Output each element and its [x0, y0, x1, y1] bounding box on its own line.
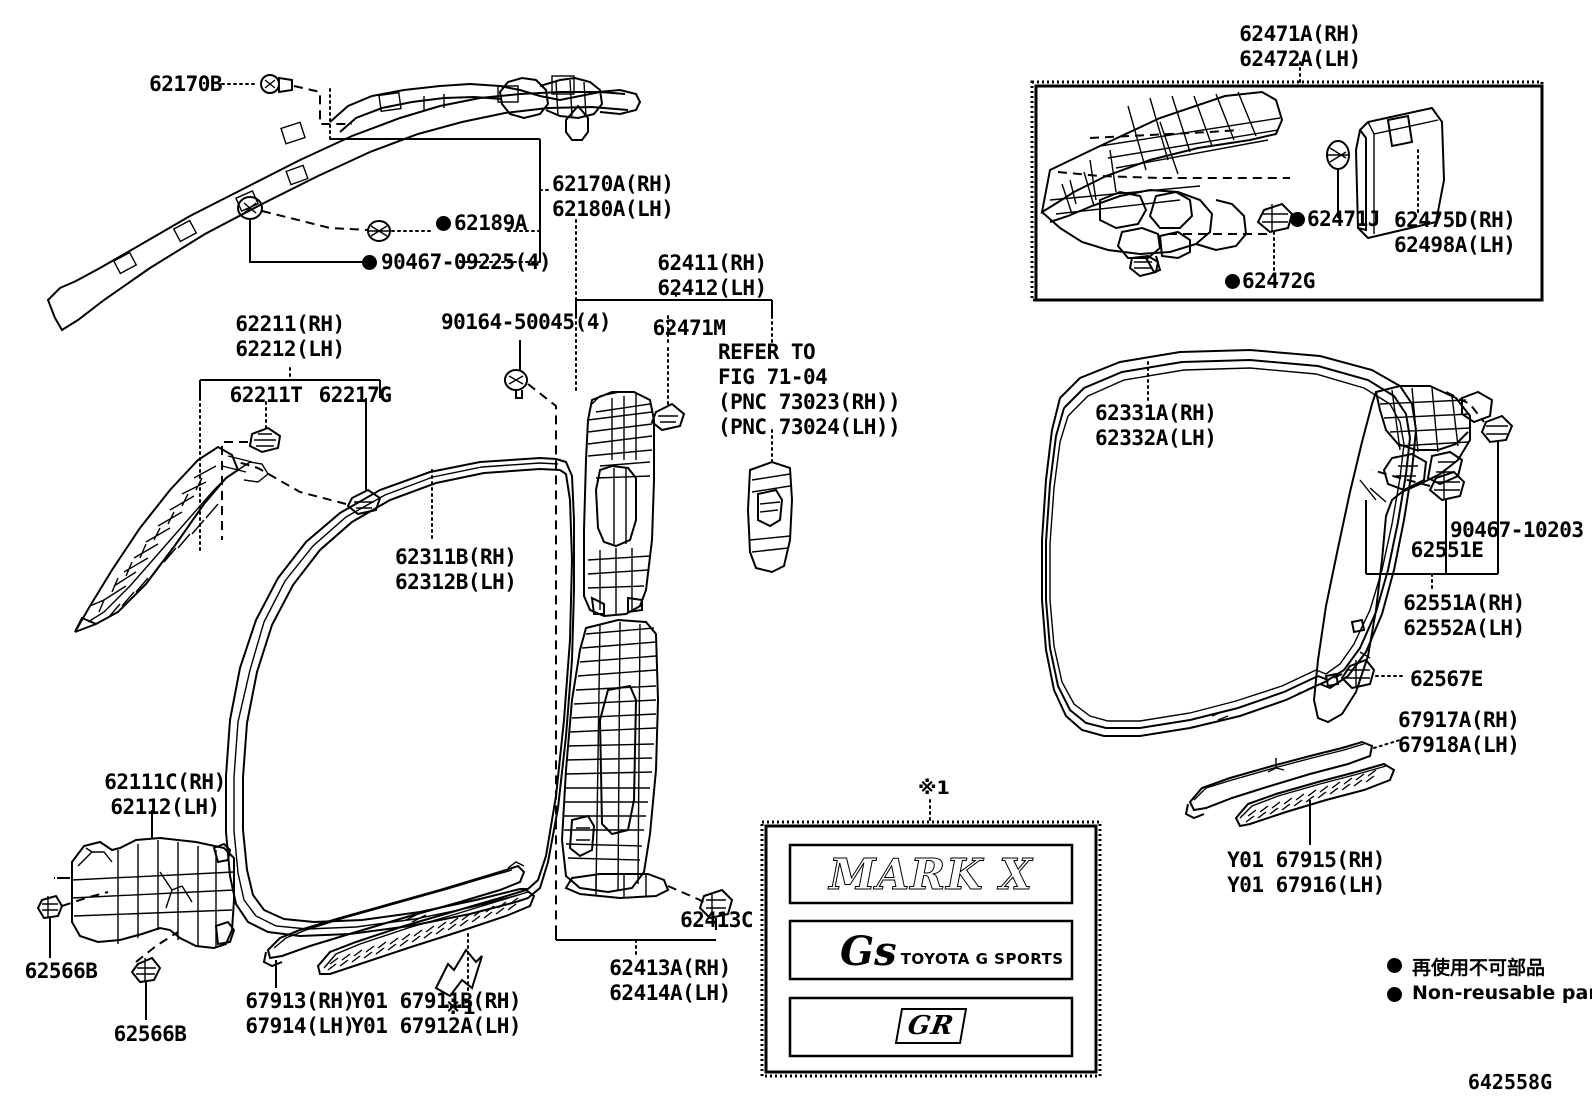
label-62170a-62180a: 62170A(RH) 62180A(LH)	[552, 172, 674, 221]
label-refer-to-fig: REFER TO FIG 71-04 (PNC 73023(RH)) (PNC …	[718, 340, 901, 439]
label-62472g: 62472G	[1242, 269, 1315, 293]
legend-japanese-text: 再使用不可部品	[1412, 957, 1546, 979]
label-62170b: 62170B	[149, 72, 222, 96]
label-y01-67911b-67912a: Y01 67911B(RH) Y01 67912A(LH)	[350, 989, 522, 1038]
legend-dot-jp	[1387, 958, 1402, 973]
label-62551a-62552a: 62551A(RH) 62552A(LH)	[1403, 591, 1525, 640]
emblem-gs-mark: Gs	[840, 928, 897, 975]
emblem-mark-x: MARK X	[829, 850, 1033, 900]
legend-dot-en	[1387, 987, 1402, 1002]
center-pillar-lower-drawing	[555, 618, 734, 957]
curtain-airbag-drawing	[46, 74, 642, 332]
label-67913-67914: 67913(RH) 67914(LH)	[245, 989, 355, 1038]
emblem-gs-subtitle: TOYOTA G SPORTS	[900, 949, 1064, 968]
label-62189a: 62189A	[454, 211, 527, 235]
rear-pillar-garnish-drawing	[1297, 385, 1514, 724]
label-62211t: 62211T	[229, 383, 303, 407]
cowl-side-trim-drawing	[36, 810, 236, 1020]
label-62471j: 62471J	[1307, 207, 1380, 231]
rear-scuff-plate-drawing	[1184, 739, 1401, 845]
center-pillar-upper-drawing	[504, 215, 773, 940]
label-62566b-upper: 62566B	[24, 959, 98, 983]
star-marker-emblem-box: ※1	[918, 777, 950, 799]
nonreusable-dot-62189a	[436, 216, 451, 231]
emblem-gr-badge: GR	[894, 1008, 967, 1044]
roof-side-garnish-box	[1030, 61, 1544, 302]
label-y01-67915-67916: Y01 67915(RH) Y01 67916(LH)	[1227, 848, 1385, 897]
emblem-gs-group: Gs TOYOTA G SPORTS	[840, 928, 1064, 975]
nonreusable-dot-62472g	[1225, 274, 1240, 289]
label-62566b-lower: 62566B	[113, 1022, 187, 1046]
label-62413c: 62413C	[680, 908, 753, 932]
refer-to-part-drawing	[746, 429, 794, 574]
label-62211-62212: 62211(RH) 62212(LH)	[235, 312, 345, 361]
legend-english-text: Non-reusable part	[1412, 982, 1592, 1004]
front-scuff-plate-drawing	[262, 861, 536, 998]
label-62475d-62498a: 62475D(RH) 62498A(LH)	[1394, 208, 1516, 257]
label-62413a-62414a: 62413A(RH) 62414A(LH)	[609, 956, 731, 1005]
label-62471a-62472a: 62471A(RH) 62472A(LH)	[1239, 22, 1361, 71]
front-door-weatherstrip-drawing	[225, 456, 575, 938]
front-pillar-garnish-drawing	[74, 367, 382, 633]
label-62311b-62312b: 62311B(RH) 62312B(LH)	[395, 545, 517, 594]
label-62471m: 62471M	[652, 316, 726, 340]
label-67917a-67918a: 67917A(RH) 67918A(LH)	[1398, 708, 1520, 757]
label-90467-10203: 90467-10203	[1450, 518, 1584, 542]
sheet-code: 642558G	[1467, 1070, 1553, 1094]
label-90467-09225: 90467-09225(4)	[381, 250, 552, 274]
rear-door-weatherstrip-drawing	[1041, 348, 1417, 737]
label-62551e: 62551E	[1410, 538, 1484, 562]
label-62217g: 62217G	[318, 383, 392, 407]
label-62567e: 62567E	[1410, 667, 1483, 691]
label-62331a-62332a: 62331A(RH) 62332A(LH)	[1095, 401, 1217, 450]
star-marker-scuff: ※1	[444, 997, 476, 1019]
label-62111c-62112: 62111C(RH) 62112(LH)	[104, 770, 226, 819]
nonreusable-dot-90467-09225	[362, 255, 377, 270]
nonreusable-dot-62471j	[1290, 212, 1305, 227]
label-62411-62412: 62411(RH) 62412(LH)	[657, 251, 767, 300]
label-90164-50045: 90164-50045(4)	[440, 310, 612, 334]
